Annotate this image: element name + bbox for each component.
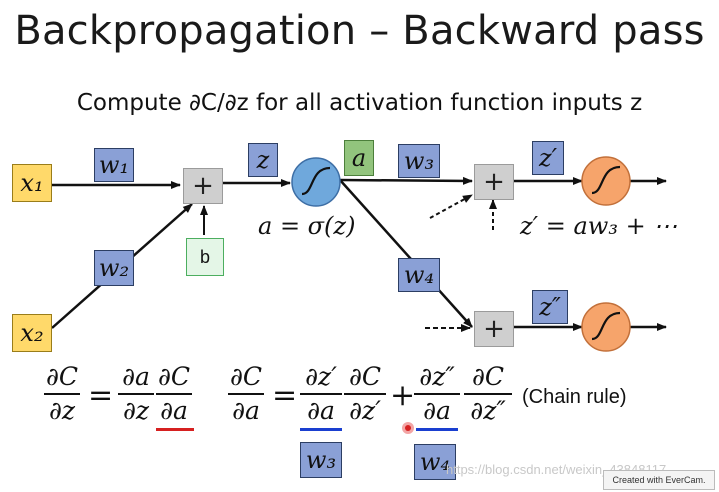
slide-subtitle: Compute ∂C/∂z for all activation functio… (76, 90, 643, 116)
eq2-blue-underline-2 (416, 428, 458, 431)
eq2-lhs-denominator: ∂a (232, 396, 260, 425)
neuron-hidden (291, 157, 341, 207)
eq1-lhs-denominator: ∂z (48, 396, 76, 425)
slide-title: Backpropagation – Backward pass (14, 8, 705, 54)
eq2-term1-denominator: ∂a (307, 396, 335, 425)
eq1-term1-fraction: ∂a ∂z (118, 362, 154, 426)
eq2-equals: = (272, 378, 298, 413)
weight-w1: w₁ (94, 148, 134, 182)
weight-w4: w₄ (398, 258, 440, 292)
pre-activation-z-double-prime: z″ (532, 290, 568, 324)
chain-rule-label: (Chain rule) (522, 386, 627, 408)
pre-activation-z-prime: z′ (532, 141, 564, 175)
eq2-term1-numerator: ∂z′ (305, 362, 337, 391)
eq1-term1-denominator: ∂z (122, 396, 150, 425)
eq1-term1-numerator: ∂a (122, 362, 150, 391)
eq1-term2-numerator: ∂C (157, 362, 191, 391)
eq2-term4-numerator: ∂C (471, 362, 505, 391)
edge-neuron-sum2 (339, 176, 473, 185)
activation-equation: a = σ(z) (258, 212, 356, 240)
bias-b: b (186, 238, 224, 276)
sum-node-2: + (474, 164, 514, 200)
eq1-equals: = (88, 378, 114, 413)
eq2-term2-numerator: ∂C (348, 362, 382, 391)
eq2-term2-denominator: ∂z′ (349, 396, 381, 425)
input-x2: x₂ (12, 314, 52, 352)
eq1-term2-fraction: ∂C ∂a (156, 362, 192, 426)
eq2-term4-denominator: ∂z″ (470, 396, 506, 425)
weight-w3-annotation: w₃ (300, 442, 342, 478)
sum-node-1: + (183, 168, 223, 204)
eq2-blue-underline-1 (300, 428, 342, 431)
eq2-term3-fraction: ∂z″ ∂a (414, 362, 460, 426)
eq1-red-underline (156, 428, 194, 431)
eq2-term4-fraction: ∂C ∂z″ (464, 362, 512, 426)
edge-neuron-sum3 (339, 179, 473, 328)
eq2-term3-numerator: ∂z″ (419, 362, 455, 391)
weight-w3: w₃ (398, 144, 440, 178)
z-prime-equation: z′ = aw₃ + ⋯ (520, 212, 678, 240)
activation-a: a (344, 140, 374, 176)
neuron-output-2 (581, 302, 631, 352)
eq1-lhs-fraction: ∂C ∂z (44, 362, 80, 426)
eq2-plus: + (390, 378, 416, 413)
weight-w4-annotation: w₄ (414, 444, 456, 480)
neuron-output-1 (581, 156, 631, 206)
weight-w2: w₂ (94, 250, 134, 286)
sum-node-3: + (474, 311, 514, 347)
cursor-indicator (402, 422, 414, 434)
eq2-lhs-fraction: ∂C ∂a (228, 362, 264, 426)
eq1-lhs-numerator: ∂C (45, 362, 79, 391)
eq2-term1-fraction: ∂z′ ∂a (300, 362, 342, 426)
input-x1: x₁ (12, 164, 52, 202)
evercam-logo: Created with EverCam. (603, 470, 715, 490)
edge-dashed-sum2-a (429, 194, 473, 219)
eq2-term2-fraction: ∂C ∂z′ (344, 362, 386, 426)
eq1-term2-denominator: ∂a (160, 396, 188, 425)
pre-activation-z: z (248, 143, 278, 177)
eq2-lhs-numerator: ∂C (229, 362, 263, 391)
eq2-term3-denominator: ∂a (423, 396, 451, 425)
